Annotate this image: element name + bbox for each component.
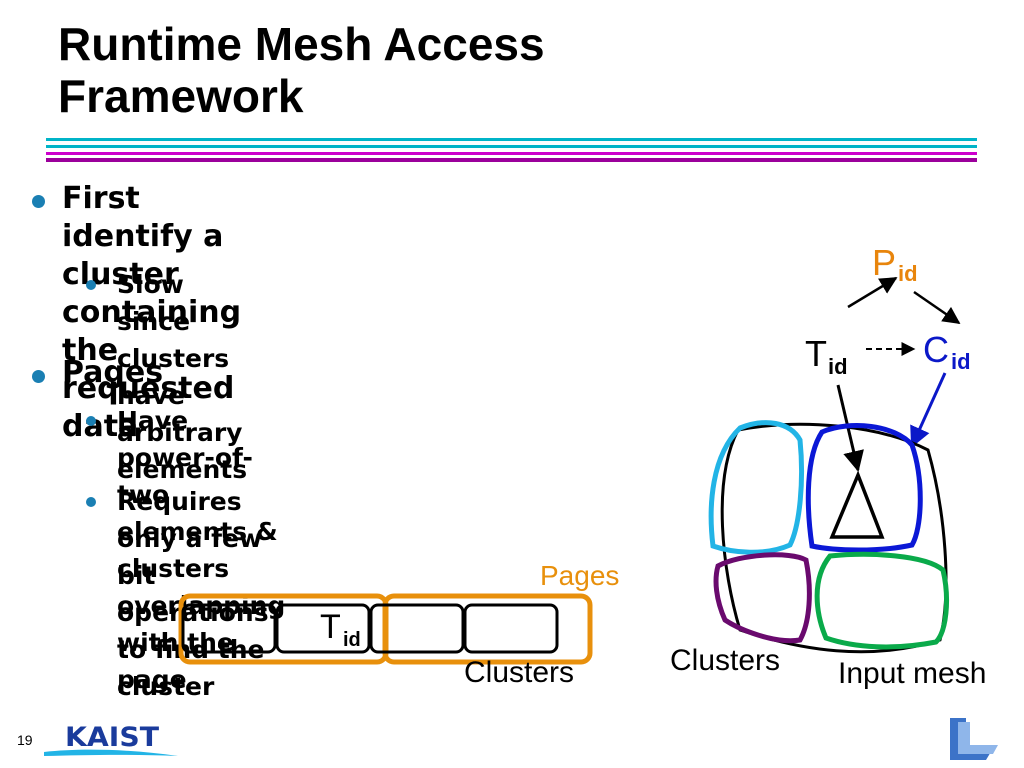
bullet-1-1-line-2: elements bbox=[117, 455, 248, 484]
arrow-t-to-p bbox=[847, 276, 898, 309]
bullet-dot bbox=[86, 416, 96, 426]
bullet-2-1: Have power-of-two elements & clusters ov… bbox=[117, 402, 285, 698]
cluster-cell bbox=[275, 603, 371, 654]
bullet-dot bbox=[86, 280, 96, 290]
bullet-2-line-1: Pages bbox=[62, 355, 164, 390]
input-mesh-label: Input mesh bbox=[838, 657, 986, 690]
t-id-label: T id bbox=[805, 333, 848, 379]
emblem-shape-front bbox=[958, 722, 998, 754]
title-rule-magenta-bottom bbox=[46, 158, 977, 162]
array-t-id-label: T id bbox=[320, 608, 361, 651]
arrow-c-to-cluster bbox=[910, 372, 947, 448]
bullet-dot bbox=[32, 195, 45, 208]
p-id-sub: id bbox=[898, 261, 918, 286]
cluster-cell bbox=[463, 603, 559, 654]
arrow-p-to-c bbox=[913, 290, 961, 325]
bullet-2-2: Requires only a few bit operations to fi… bbox=[117, 483, 269, 705]
page-number: 19 bbox=[17, 732, 33, 748]
cluster-green bbox=[814, 551, 950, 650]
bullet-1: First identify a cluster containing the … bbox=[62, 180, 241, 446]
bullet-2-2-line-2: to find the cluster bbox=[117, 635, 265, 701]
page-box-2 bbox=[382, 593, 593, 665]
c-id-sub: id bbox=[951, 349, 971, 374]
bullet-1-line-1: First identify a cluster bbox=[62, 181, 224, 292]
clusters-label-array: Clusters bbox=[464, 656, 574, 689]
cluster-cell bbox=[369, 603, 465, 654]
bullet-2: Pages bbox=[62, 354, 163, 392]
bullet-2-1-line-1: Have power-of-two elements & bbox=[117, 406, 278, 546]
p-id-label: P id bbox=[872, 242, 918, 286]
kaist-logo: KAIST bbox=[44, 722, 178, 756]
cluster-cyan bbox=[708, 420, 805, 555]
c-id-main: C bbox=[923, 329, 949, 370]
array-t-sub: id bbox=[343, 629, 361, 651]
kaist-logo-text: KAIST bbox=[65, 722, 160, 753]
title-rule-teal-bottom bbox=[46, 145, 977, 148]
cluster-purple bbox=[713, 552, 812, 644]
title-rule-magenta-top bbox=[46, 152, 977, 155]
clusters-label-mesh: Clusters bbox=[670, 644, 780, 677]
bullet-2-2-line-1: Requires only a few bit operations bbox=[117, 487, 269, 627]
triangle-element bbox=[829, 470, 885, 539]
kaist-logo-swoosh bbox=[44, 749, 178, 756]
slide-title: Runtime Mesh Access Framework bbox=[58, 18, 545, 122]
bullet-1-line-2: containing the requested data bbox=[62, 295, 242, 444]
p-id-main: P bbox=[872, 242, 896, 283]
cluster-cell bbox=[181, 603, 277, 654]
t-id-sub: id bbox=[828, 354, 848, 379]
c-id-label: C id bbox=[923, 329, 971, 374]
slide-title-line-1: Runtime Mesh Access bbox=[58, 18, 545, 70]
bullet-dot bbox=[32, 370, 45, 383]
title-rule-teal-top bbox=[46, 138, 977, 141]
bullet-1-1-line-1: Slow since clusters have arbitrary bbox=[117, 270, 243, 447]
cluster-blue bbox=[805, 423, 923, 553]
t-id-main: T bbox=[805, 333, 827, 374]
university-emblem bbox=[950, 718, 998, 760]
pages-label: Pages bbox=[540, 560, 619, 591]
slide-title-line-2: Framework bbox=[58, 70, 304, 122]
bullet-dot bbox=[86, 497, 96, 507]
bullet-1-1: Slow since clusters have arbitrary eleme… bbox=[117, 266, 247, 488]
array-t-main: T bbox=[320, 608, 341, 646]
bullet-2-1-line-2: clusters overlapping with the page bbox=[117, 554, 286, 694]
